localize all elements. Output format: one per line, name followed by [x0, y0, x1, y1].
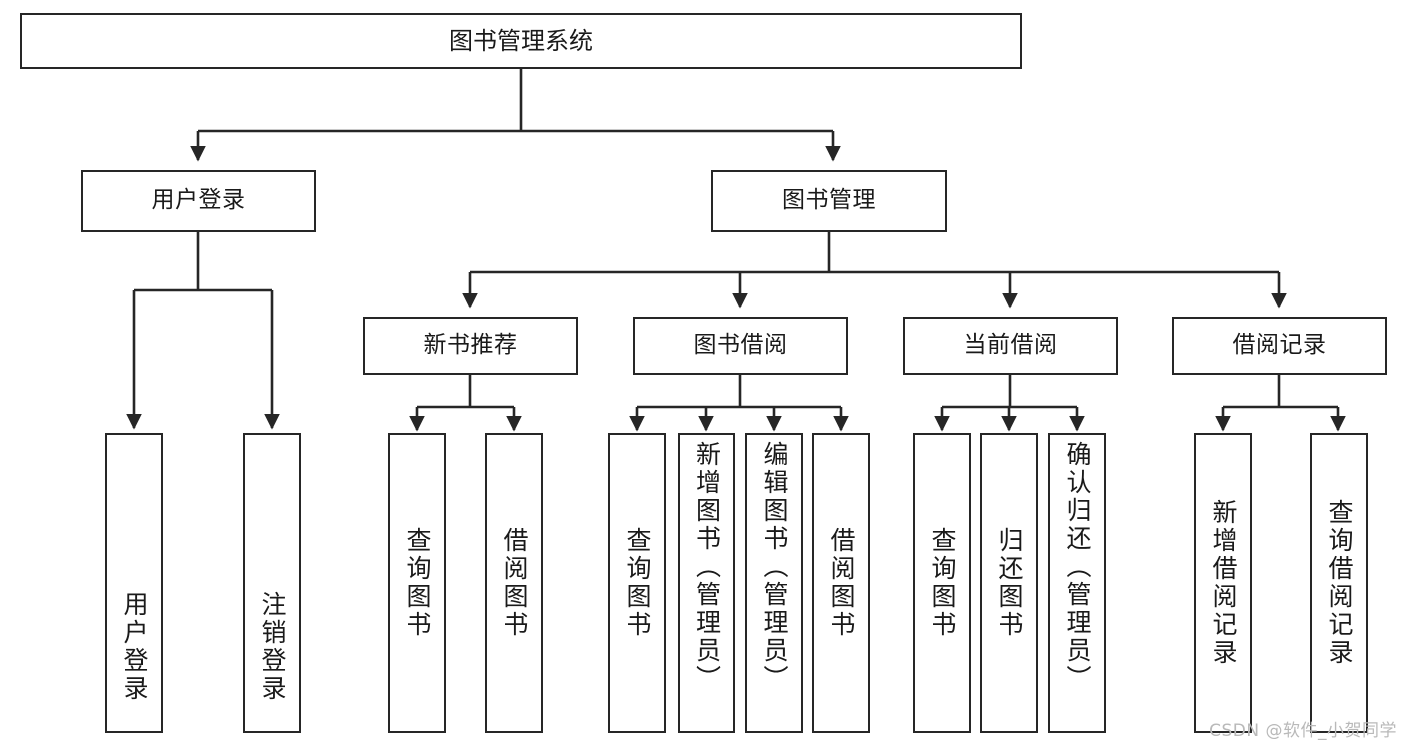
node-book-borrow[interactable]: 图书借阅 — [633, 317, 848, 375]
leaf-borrow-book[interactable]: 借阅图书 — [812, 433, 870, 733]
leaf-edit-book-admin[interactable]: 编辑图书（管理员） — [745, 433, 803, 733]
node-label: 当前借阅 — [963, 332, 1058, 359]
node-label: 查询借阅记录 — [1325, 499, 1354, 667]
node-label: 查询图书 — [403, 527, 432, 639]
leaf-query-borrow-record[interactable]: 查询借阅记录 — [1310, 433, 1368, 733]
node-label: 查询图书 — [928, 527, 957, 639]
node-book-management[interactable]: 图书管理 — [711, 170, 947, 232]
node-label: 新增借阅记录 — [1209, 499, 1238, 667]
leaf-user-login[interactable]: 用户登录 — [105, 433, 163, 733]
node-label: 归还图书 — [995, 527, 1024, 639]
node-label: 图书借阅 — [693, 332, 788, 359]
node-current-borrow[interactable]: 当前借阅 — [903, 317, 1118, 375]
leaf-query-book-current[interactable]: 查询图书 — [913, 433, 971, 733]
node-label: 用户登录 — [151, 187, 246, 214]
node-user-login[interactable]: 用户登录 — [81, 170, 316, 232]
node-label: 借阅记录 — [1232, 332, 1327, 359]
node-label: 注销登录 — [258, 591, 287, 703]
node-label: 借阅图书 — [500, 527, 529, 639]
leaf-query-book-recommend[interactable]: 查询图书 — [388, 433, 446, 733]
leaf-return-book[interactable]: 归还图书 — [980, 433, 1038, 733]
node-label: 新书推荐 — [423, 332, 518, 359]
node-borrow-records[interactable]: 借阅记录 — [1172, 317, 1387, 375]
leaf-borrow-book-recommend[interactable]: 借阅图书 — [485, 433, 543, 733]
node-label: 新增图书（管理员） — [692, 441, 722, 693]
leaf-query-book-borrow[interactable]: 查询图书 — [608, 433, 666, 733]
node-label: 图书管理 — [782, 187, 876, 214]
node-label: 确认归还（管理员） — [1063, 441, 1092, 693]
node-label: 查询图书 — [623, 527, 652, 639]
leaf-confirm-return-admin[interactable]: 确认归还（管理员） — [1048, 433, 1106, 733]
leaf-add-book-admin[interactable]: 新增图书（管理员） — [678, 433, 735, 733]
leaf-add-borrow-record[interactable]: 新增借阅记录 — [1194, 433, 1252, 733]
node-label: 用户登录 — [120, 591, 149, 703]
node-label: 图书管理系统 — [449, 26, 593, 55]
watermark-text: CSDN @软件_小贺同学 — [1209, 721, 1397, 741]
node-new-book-recommend[interactable]: 新书推荐 — [363, 317, 578, 375]
leaf-user-logout[interactable]: 注销登录 — [243, 433, 301, 733]
node-label: 借阅图书 — [827, 527, 856, 639]
node-root-title[interactable]: 图书管理系统 — [20, 13, 1022, 69]
node-label: 编辑图书（管理员） — [760, 441, 789, 693]
